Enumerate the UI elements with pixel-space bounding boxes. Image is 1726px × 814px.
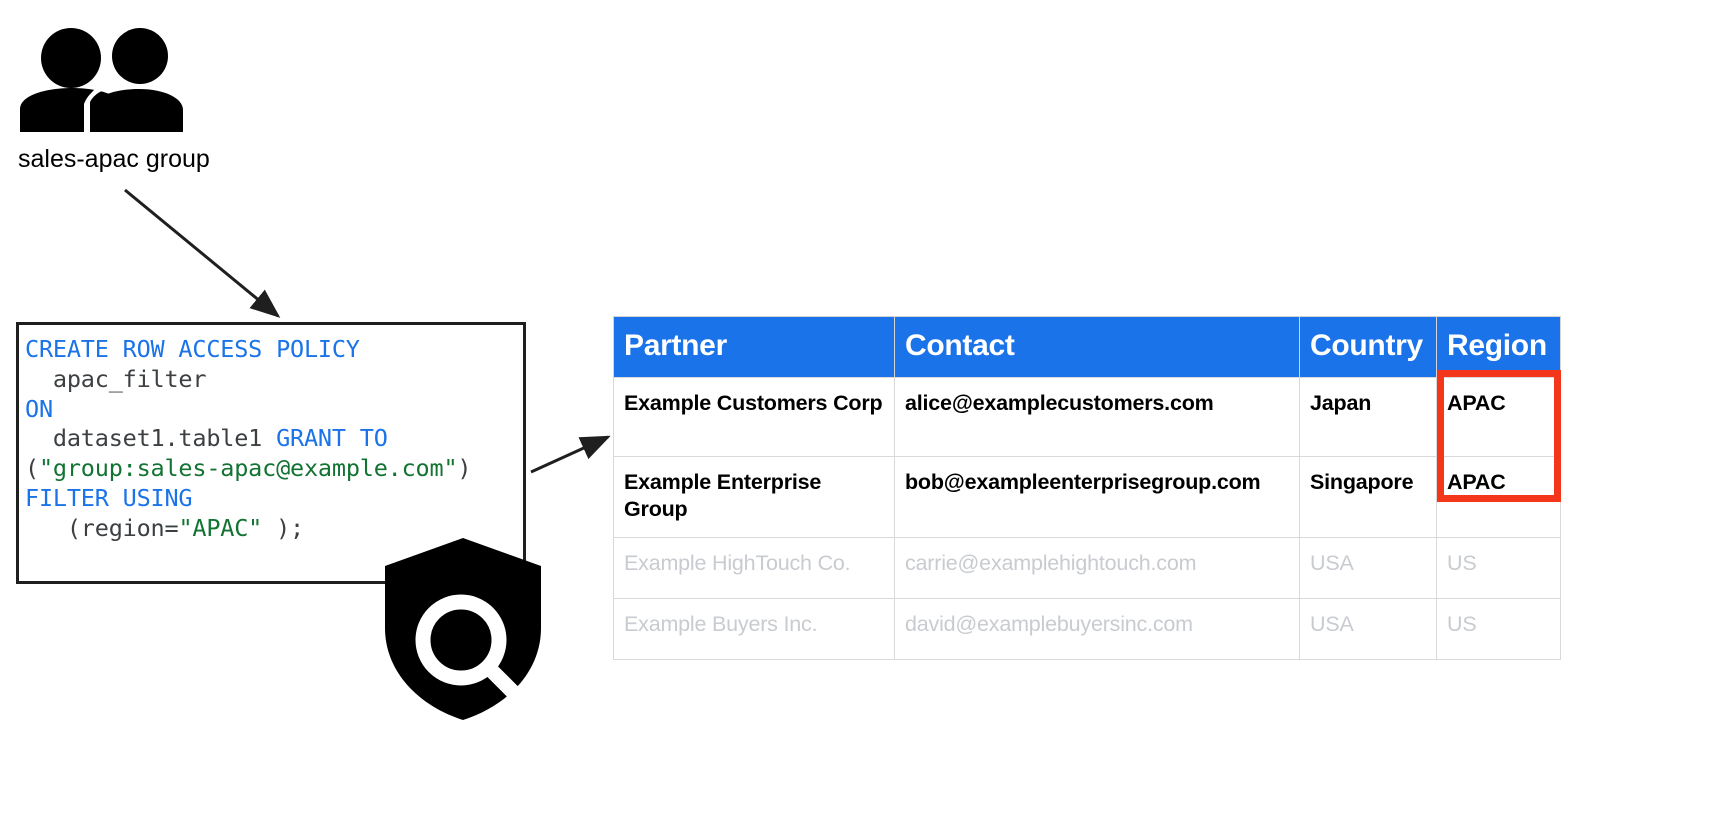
column-header-contact[interactable]: Contact (894, 316, 1300, 378)
cell-contact: carrie@examplehightouch.com (894, 537, 1300, 599)
code-token: ( (25, 454, 39, 483)
cell-contact: david@examplebuyersinc.com (894, 598, 1300, 660)
cell-contact: bob@exampleenterprisegroup.com (894, 456, 1300, 538)
sql-code-text: CREATE ROW ACCESS POLICY apac_filter ON … (19, 325, 523, 544)
code-token: CREATE ROW ACCESS POLICY (25, 335, 360, 363)
group-node: sales-apac group (18, 24, 278, 174)
code-token: ); (262, 513, 304, 542)
code-token: GRANT TO (276, 424, 388, 453)
table-row[interactable]: Example Buyers Inc. david@examplebuyersi… (613, 598, 1561, 660)
partner-table: Partner Contact Country Region Example C… (613, 316, 1561, 660)
code-token: apac_filter (25, 364, 207, 393)
code-token: ON (25, 394, 53, 423)
cell-contact: alice@examplecustomers.com (894, 377, 1300, 457)
group-label: sales-apac group (18, 145, 210, 173)
column-header-partner[interactable]: Partner (613, 316, 895, 378)
cell-country: USA (1299, 598, 1437, 660)
column-header-country[interactable]: Country (1299, 316, 1437, 378)
people-group-icon (18, 24, 194, 134)
group-to-policy-arrow (124, 188, 281, 318)
row-access-policy-code-box: CREATE ROW ACCESS POLICY apac_filter ON … (16, 322, 526, 584)
cell-region: US (1436, 537, 1561, 599)
cell-region: APAC (1436, 456, 1561, 538)
code-token: ) (457, 454, 472, 483)
policy-to-table-arrow (530, 435, 611, 474)
table-row[interactable]: Example Enterprise Group bob@exampleente… (613, 456, 1561, 538)
cell-partner: Example Customers Corp (613, 377, 895, 457)
code-token: "group:sales-apac@example.com" (38, 454, 458, 483)
cell-country: Singapore (1299, 456, 1437, 538)
shield-search-icon (383, 536, 543, 722)
cell-country: Japan (1299, 377, 1437, 457)
cell-region: APAC (1436, 377, 1561, 457)
partner-table-wrap: Partner Contact Country Region Example C… (613, 316, 1561, 660)
code-token: (region= (25, 513, 179, 542)
column-header-region[interactable]: Region (1436, 316, 1561, 378)
cell-region: US (1436, 598, 1561, 660)
table-header-row: Partner Contact Country Region (613, 316, 1561, 378)
code-token: "APAC" (178, 513, 263, 542)
code-token: dataset1.table1 (25, 424, 277, 453)
cell-partner: Example HighTouch Co. (613, 537, 895, 599)
table-row[interactable]: Example Customers Corp alice@examplecust… (613, 377, 1561, 457)
code-token: FILTER USING (25, 483, 193, 512)
cell-partner: Example Buyers Inc. (613, 598, 895, 660)
cell-country: USA (1299, 537, 1437, 599)
cell-partner: Example Enterprise Group (613, 456, 895, 538)
table-row[interactable]: Example HighTouch Co. carrie@examplehigh… (613, 537, 1561, 599)
